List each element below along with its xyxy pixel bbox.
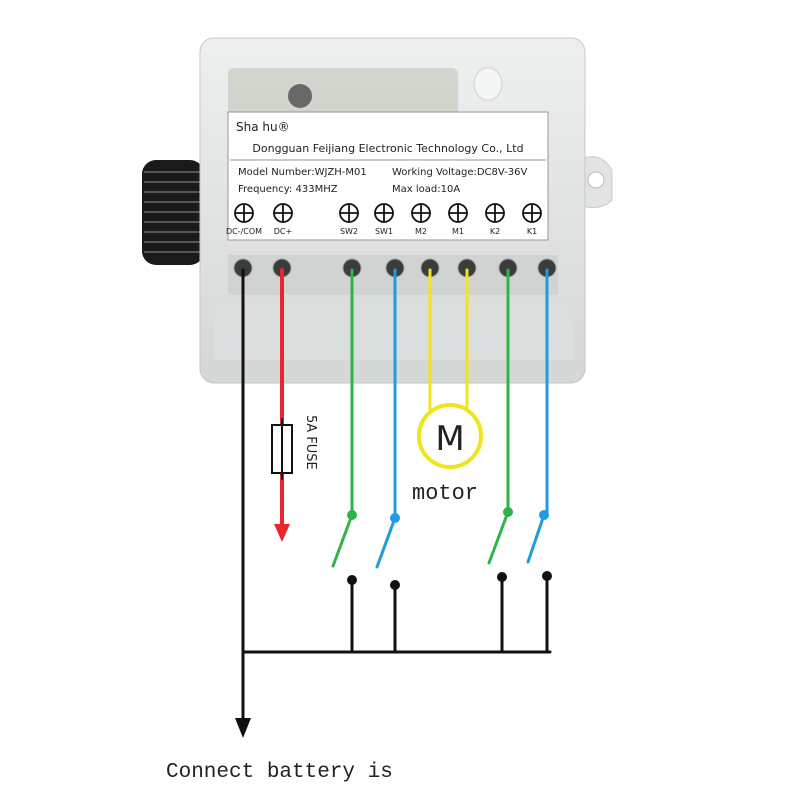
terminal-label-sw2: SW2 xyxy=(340,227,358,236)
screw-icon xyxy=(273,203,293,223)
screw-icon xyxy=(411,203,431,223)
model-number: Model Number:WJZH-M01 xyxy=(238,167,367,178)
k2-switch-icon xyxy=(487,510,510,565)
sw1-switch-icon xyxy=(375,516,397,569)
terminal-label-sw1: SW1 xyxy=(375,227,393,236)
frequency: Frequency: 433MHZ xyxy=(238,184,338,195)
terminal-label-m1: M1 xyxy=(452,227,464,236)
sw2-switch-icon xyxy=(331,513,354,568)
label-plate: Sha hu® Dongguan Feijiang Electronic Tec… xyxy=(226,111,549,241)
motor-label: motor xyxy=(412,481,478,506)
screw-icon xyxy=(448,203,468,223)
screw-icon xyxy=(339,203,359,223)
company-name: Dongguan Feijiang Electronic Technology … xyxy=(252,142,523,155)
wiring: M xyxy=(235,268,552,738)
motor-symbol: M xyxy=(435,419,464,459)
antenna-coil-icon xyxy=(142,160,204,265)
screw-icon xyxy=(234,203,254,223)
screw-icon xyxy=(485,203,505,223)
led-lens-icon xyxy=(473,67,503,101)
terminal-label-m2: M2 xyxy=(415,227,427,236)
working-voltage: Working Voltage:DC8V-36V xyxy=(392,167,527,178)
fuse-label: 5A FUSE xyxy=(303,415,318,470)
motor-icon xyxy=(417,403,483,469)
battery-caption: Connect battery is xyxy=(166,761,393,784)
terminal-label-k1: K1 xyxy=(527,227,537,236)
power-arrow-icon xyxy=(274,524,290,542)
terminal-label-dc-com: DC-/COM xyxy=(226,227,262,236)
brand-name: Sha hu® xyxy=(236,120,290,134)
mounting-hole-icon xyxy=(587,171,605,189)
terminal-label-k2: K2 xyxy=(490,227,500,236)
k1-switch-icon xyxy=(526,513,546,564)
max-load: Max load:10A xyxy=(392,184,460,195)
terminal-label-dc-: DC+ xyxy=(274,227,292,236)
ground-arrow-icon xyxy=(235,718,251,738)
screw-icon xyxy=(522,203,542,223)
screw-icon xyxy=(374,203,394,223)
